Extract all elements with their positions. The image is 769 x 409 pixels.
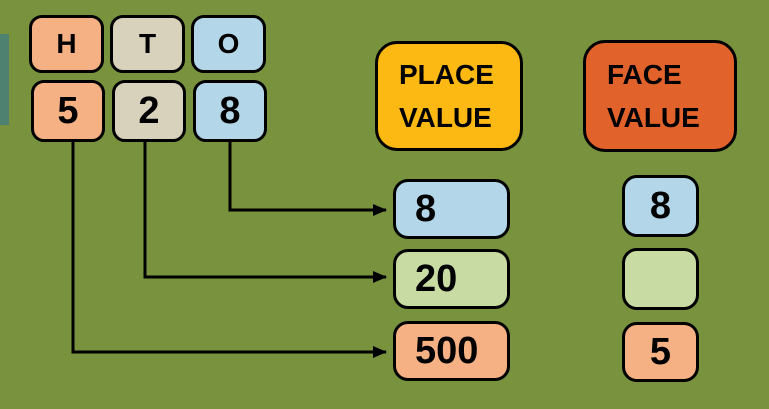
digit-box-ones: 8	[193, 80, 267, 142]
place-value-box-ones: 8	[393, 179, 510, 239]
face-value-box-tens	[622, 248, 699, 310]
place-value-number: 500	[415, 329, 479, 372]
face-value-heading: FACE VALUE	[583, 40, 737, 152]
arrow-ones-to-place-value	[228, 141, 387, 216]
column-header-label: H	[56, 28, 77, 59]
column-header-tens: T	[110, 15, 185, 73]
place-value-heading-text: PLACE VALUE	[399, 59, 494, 133]
place-value-number: 8	[415, 187, 437, 230]
digit-value: 5	[57, 89, 79, 132]
digit-value: 8	[219, 89, 241, 132]
face-value-number: 5	[649, 330, 672, 373]
face-value-number: 8	[649, 184, 672, 227]
face-value-box-ones: 8	[622, 175, 699, 237]
place-value-heading: PLACE VALUE	[375, 41, 523, 151]
column-header-label: O	[217, 28, 240, 59]
face-value-heading-text: FACE VALUE	[607, 59, 700, 133]
left-accent-bar	[0, 34, 9, 125]
digit-box-tens: 2	[112, 80, 186, 142]
column-header-ones: O	[191, 15, 266, 73]
place-value-box-tens: 20	[393, 249, 510, 309]
digit-box-hundreds: 5	[31, 80, 105, 142]
digit-value: 2	[138, 89, 160, 132]
arrow-hundreds-to-place-value	[71, 141, 387, 358]
arrow-tens-to-place-value	[143, 141, 387, 283]
face-value-box-hundreds: 5	[622, 322, 699, 382]
column-header-hundreds: H	[29, 15, 104, 73]
column-header-label: T	[138, 28, 157, 59]
place-value-box-hundreds: 500	[393, 321, 510, 381]
place-value-number: 20	[415, 257, 458, 300]
